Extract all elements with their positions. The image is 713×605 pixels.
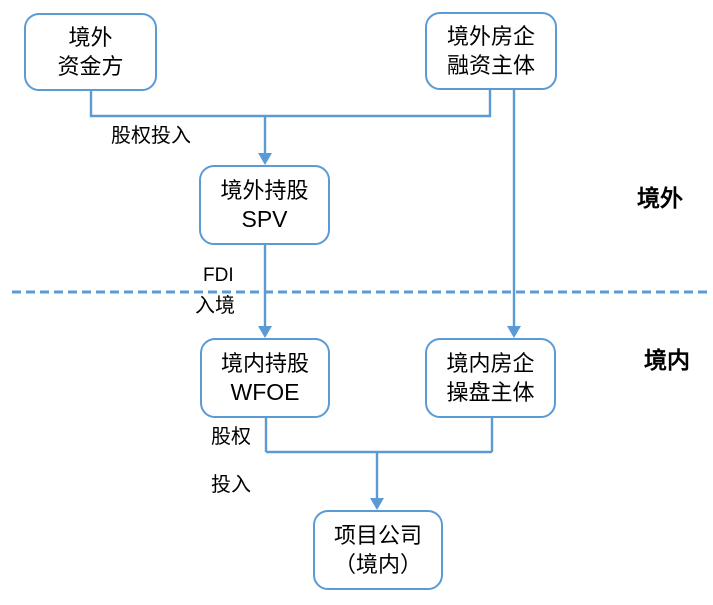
edge-spv-to-wfoe (258, 245, 272, 338)
node-overseas-holding-spv: 境外持股 SPV (199, 165, 330, 245)
edge-label-line: 投入 (211, 474, 251, 496)
edge-label-fdi: FDI (203, 265, 234, 286)
region-label-overseas: 境外 (637, 185, 683, 211)
node-label-line: 境外 (68, 25, 113, 50)
node-label-line: 项目公司 (333, 523, 422, 548)
node-label-line: 境外房企 (446, 24, 535, 49)
node-domestic-holding-wfoe: 境内持股 WFOE (200, 338, 330, 418)
edge-financer-to-operator (507, 90, 521, 338)
edge-label-entry: 入境 (195, 295, 235, 317)
edge-funder-financer-rail (89, 90, 492, 118)
edge-label-line: 股权 (211, 426, 251, 448)
edge-label-equity-investment: 股权投入 (111, 125, 191, 147)
node-domestic-operator: 境内房企 操盘主体 (425, 338, 556, 418)
node-label-line: 操盘主体 (446, 380, 535, 405)
node-label-line: 融资主体 (446, 53, 535, 78)
edge-rail-to-spv (258, 116, 272, 165)
edge-wfoe-operator-to-project (264, 418, 494, 510)
node-overseas-funder: 境外 资金方 (24, 13, 157, 91)
node-project-company: 项目公司 （境内） (313, 510, 443, 590)
edge-label-equity-investment-lower: 股权 投入 (211, 425, 251, 497)
node-label-line: WFOE (230, 379, 300, 405)
node-label-line: （境内） (333, 552, 422, 577)
node-label-line: 境内房企 (446, 351, 535, 376)
node-label-line: 境外持股 (220, 178, 309, 203)
region-label-domestic: 境内 (644, 347, 690, 373)
node-label-line: SPV (241, 206, 288, 232)
node-label-line: 境内持股 (220, 351, 309, 376)
node-overseas-financing-entity: 境外房企 融资主体 (425, 12, 557, 90)
node-label-line: 资金方 (57, 54, 124, 79)
